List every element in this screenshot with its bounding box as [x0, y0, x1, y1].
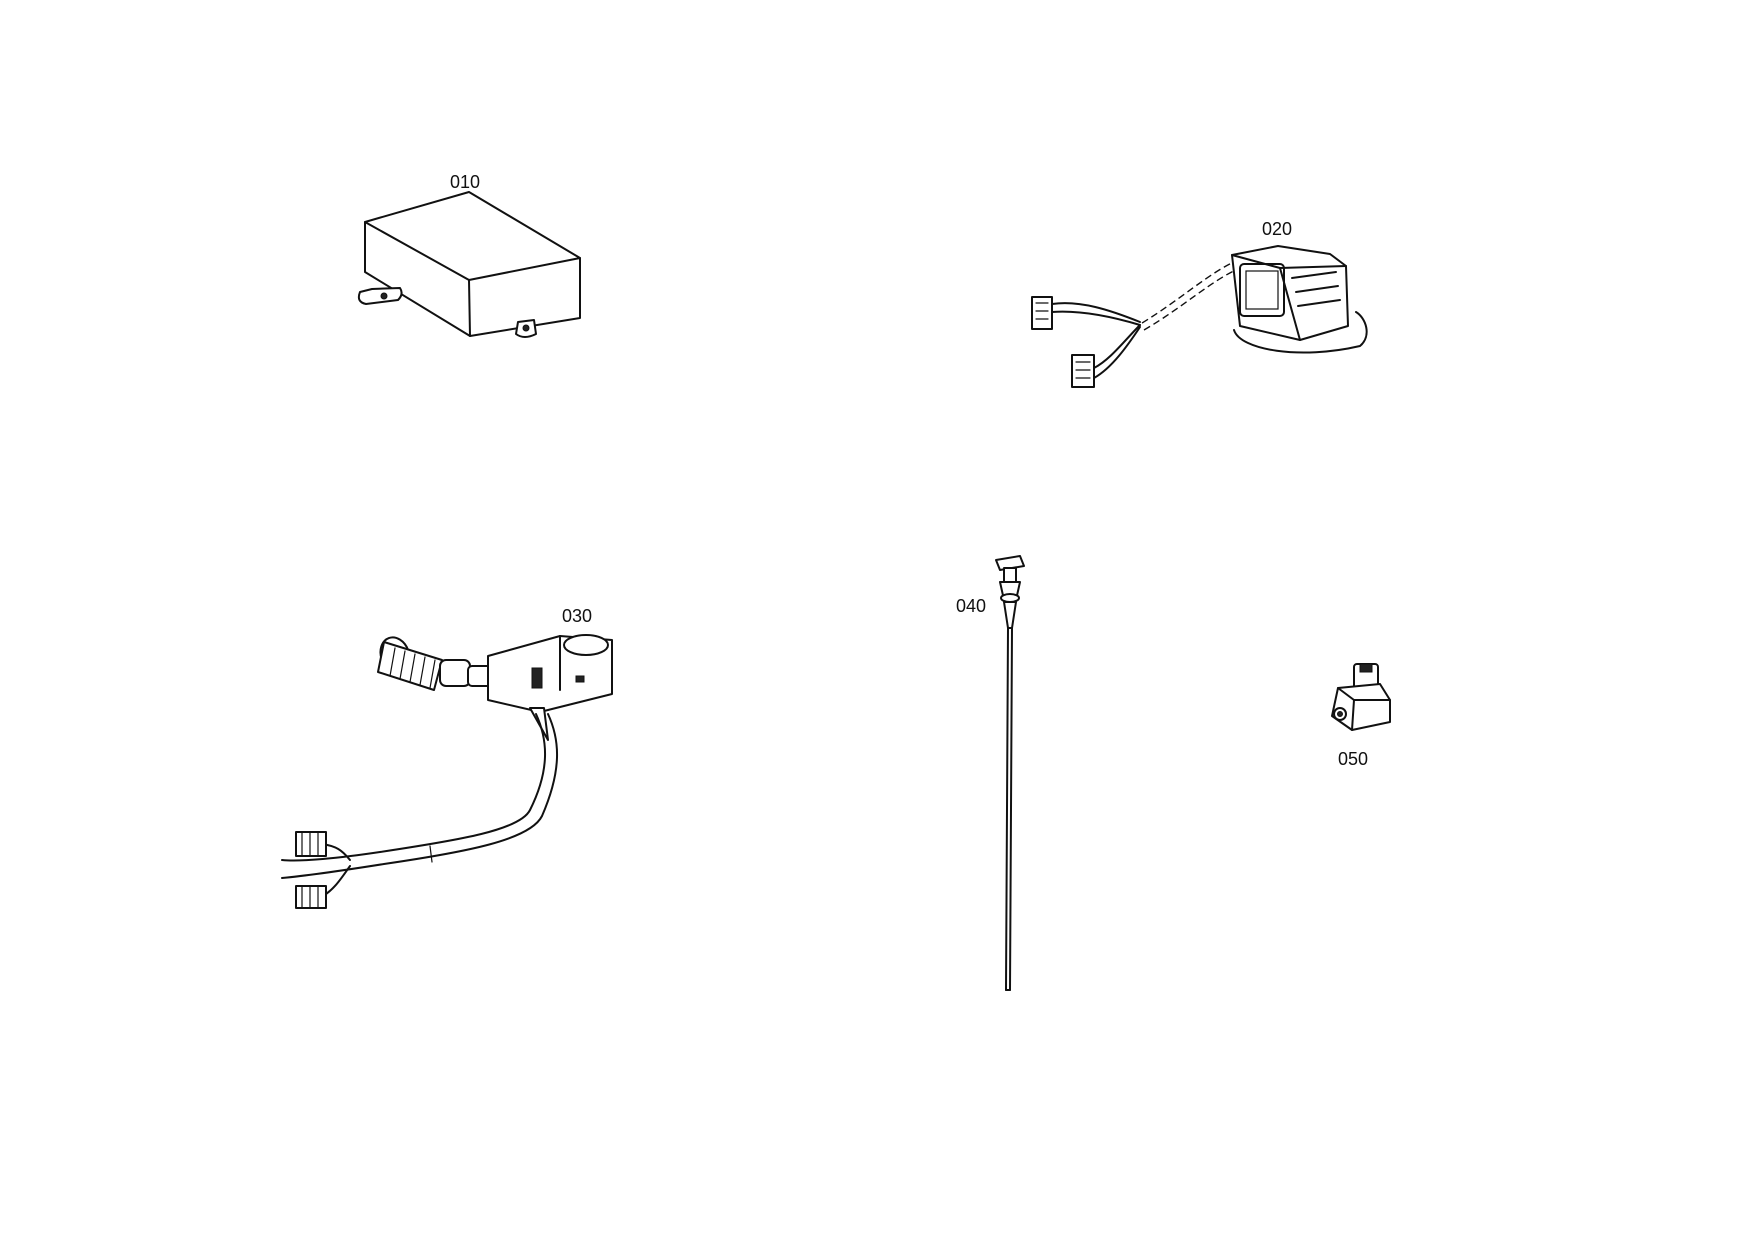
part-040-dipstick[interactable] [995, 555, 1025, 991]
connector-lower [295, 885, 327, 909]
callout-010: 010 [450, 172, 481, 192]
part-030-column-switch[interactable] [281, 633, 613, 909]
callout-030: 030 [562, 606, 593, 626]
part-050-solenoid[interactable] [1331, 663, 1391, 731]
part-020-work-light[interactable] [1031, 245, 1368, 388]
connector-upper [295, 831, 327, 857]
callout-020: 020 [1262, 219, 1293, 239]
callout-040: 040 [956, 596, 987, 616]
connector-top [1031, 296, 1053, 330]
connector-bottom [1071, 354, 1095, 388]
callout-050: 050 [1338, 749, 1369, 769]
part-010-control-box[interactable] [357, 191, 581, 338]
